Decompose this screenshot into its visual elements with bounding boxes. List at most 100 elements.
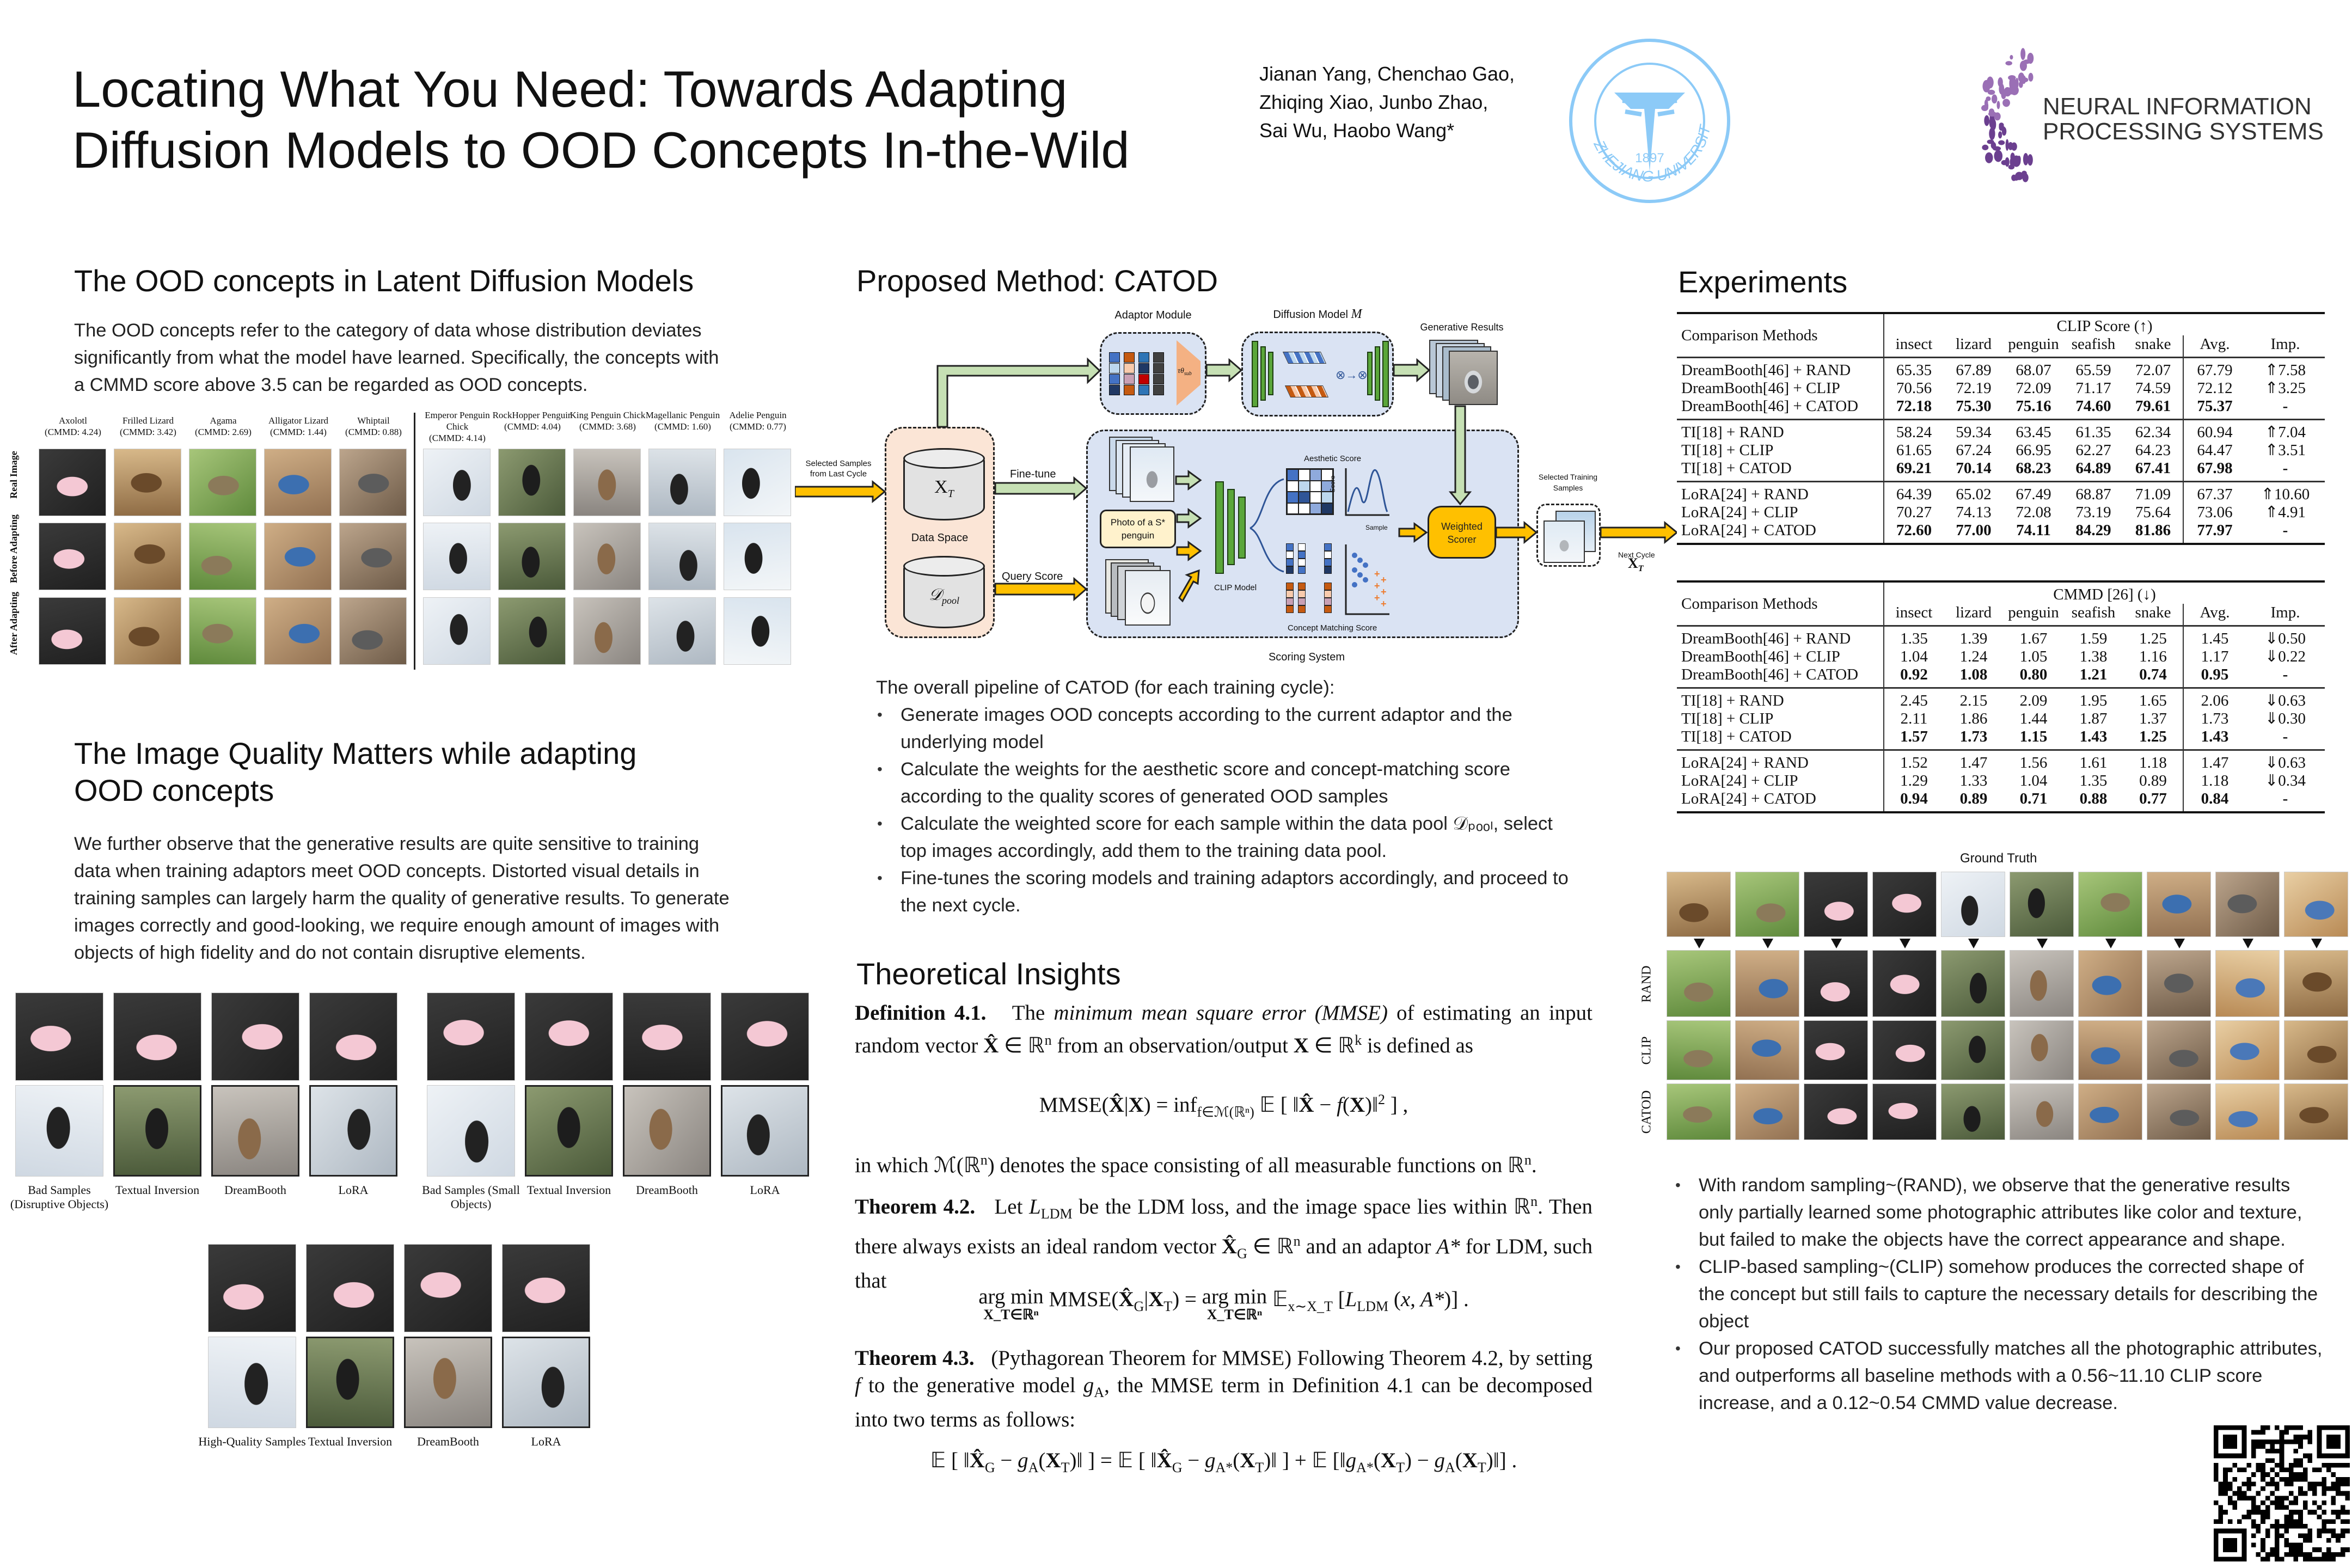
math-text: ] ,: [1385, 1093, 1408, 1117]
metric-value: 72.09: [2016, 379, 2051, 397]
method-name: TI[18] + RAND: [1677, 419, 1884, 442]
zju-logo: 1897 ZHEJIANG UNIVERSITY: [1563, 24, 1731, 204]
qr-code[interactable]: [2214, 1425, 2350, 1561]
metric-value: 1.17: [2183, 648, 2246, 666]
axolotl-sample-image: [721, 993, 809, 1081]
math-text: LDM: [1357, 1298, 1389, 1314]
sample-caption: LoRA: [531, 1435, 561, 1448]
matrix-cell: [1310, 480, 1321, 492]
generated-result-image: [2284, 1020, 2348, 1080]
embedding-cell: [1153, 374, 1164, 384]
pipeline-step: Fine-tunes the scoring models and traini…: [876, 865, 1578, 919]
column-header: Imp.: [2270, 335, 2300, 353]
column-header: lizard: [1955, 604, 1992, 621]
matrix-cell: [1286, 605, 1294, 613]
embedding-cell: [1109, 385, 1120, 395]
matrix-cell: [1286, 559, 1294, 566]
generated-result-image: [1804, 950, 1868, 1017]
metric-value: 71.09: [2123, 481, 2183, 504]
math-text: f: [1337, 1093, 1343, 1117]
logo-dot: [1998, 131, 2002, 139]
column-header: insect: [1883, 604, 1944, 626]
row-label: Before Adapting: [8, 514, 19, 584]
metric-value: 61.35: [2063, 419, 2123, 442]
concept-name: Magellanic Penguin: [645, 410, 720, 420]
math-text: ) denotes the space consisting of all me…: [987, 1154, 1524, 1177]
metric-value: ⇑7.04: [2246, 419, 2325, 442]
matrix-cell: [1324, 583, 1332, 590]
generated-result-image: [1804, 1083, 1868, 1140]
penguin-sample-image: [208, 1337, 296, 1428]
concept-image: [573, 597, 641, 665]
metric-value: 67.24: [1956, 442, 1992, 459]
xt-label: XT: [905, 478, 983, 500]
logo-dot: [1985, 152, 1993, 163]
metric-value: 73.19: [2075, 504, 2111, 521]
ood-image-grid: Axolotl(CMMD: 4.24)Frilled Lizard(CMMD: …: [0, 403, 806, 675]
matrix-cell: [1298, 590, 1306, 598]
math-text: , the MMSE term in Definition 4.1 can be…: [855, 1374, 1598, 1431]
metric-value: 1.61: [2063, 749, 2123, 772]
math-subscript: X_T∈ℝⁿ: [1206, 1307, 1263, 1322]
attention-map-orange-icon: [1284, 385, 1329, 397]
adaptor-module-box: τθsub: [1100, 332, 1206, 415]
concept-column-label: RockHopper Penguin(CMMD: 4.04): [492, 409, 573, 432]
embedding-cell: [1124, 385, 1135, 395]
embedding-cell: [1153, 363, 1164, 373]
method-name: DreamBooth[46] + CLIP: [1681, 379, 1840, 397]
concept-image: [339, 449, 407, 516]
math-text: L: [1029, 1195, 1041, 1218]
metric-value: 75.16: [2016, 397, 2051, 415]
logo-dot: [1991, 94, 1998, 104]
metric-value: 72.07: [2123, 357, 2183, 379]
metric-value: 79.61: [2135, 397, 2171, 415]
metric-value: 1.86: [1959, 710, 1988, 727]
metric-value: 67.41: [2135, 460, 2171, 477]
math-text: X: [1045, 1449, 1061, 1472]
equation-mmse: MMSE(X̂|X) = inff∈ℳ(ℝⁿ) 𝔼 [ ‖X̂ − f(X)‖2…: [855, 1086, 1592, 1126]
generated-result-image: [2215, 1083, 2280, 1140]
metric-value: 0.77: [2123, 790, 2183, 813]
metric-value: 1.38: [2079, 648, 2108, 665]
pipeline-step: Calculate the weighted score for each sa…: [876, 810, 1578, 865]
metric-value: 69.21: [1883, 460, 1944, 482]
metric-value: 0.89: [2139, 772, 2167, 789]
logo-dot: [2010, 152, 2015, 162]
metric-value: 62.34: [2123, 419, 2183, 442]
math-text: of estimating an input random vector: [855, 1001, 1598, 1057]
metric-value: 61.65: [1883, 442, 1944, 460]
neurips-dots-icon: [1981, 48, 2034, 182]
math-text: −: [1314, 1093, 1337, 1117]
concept-cmmd: (CMMD: 3.68): [579, 421, 636, 432]
logo-dot: [2027, 154, 2033, 166]
concept-image: [339, 597, 407, 665]
sample-caption: Textual Inversion: [115, 1183, 200, 1197]
math-text: A*: [1436, 1234, 1460, 1258]
metric-value: 1.25: [2123, 625, 2183, 648]
metric-value: ⇓0.30: [2264, 710, 2306, 727]
concept-column-label: King Penguin Chick(CMMD: 3.68): [567, 409, 648, 432]
sample-caption: DreamBooth: [636, 1183, 698, 1197]
embedding-cell: [1138, 352, 1149, 363]
matrix-cell: [1298, 492, 1310, 503]
method-name: TI[18] + CATOD: [1681, 460, 1792, 477]
concept-image: [264, 523, 332, 590]
math-text: n: [1044, 1032, 1052, 1048]
metric-value: 68.23: [2016, 460, 2051, 477]
column-header: penguin: [2008, 335, 2059, 353]
clip-model-label: CLIP Model: [1214, 583, 1257, 592]
math-text: X: [1293, 1034, 1309, 1057]
metric-value: 0.84: [2183, 790, 2246, 813]
flow-arrow: [795, 480, 886, 504]
generated-result-image: [1872, 950, 1937, 1017]
tau-symbol: τθ: [1178, 367, 1184, 375]
generated-result-image: [1872, 1083, 1937, 1140]
concept-column-label: Whiptail(CMMD: 0.88): [333, 415, 414, 438]
column-header: Imp.: [2270, 604, 2300, 621]
ground-truth-image: [2078, 872, 2142, 937]
zju-seal-icon: 1897 ZHEJIANG UNIVERSITY: [1563, 24, 1730, 203]
